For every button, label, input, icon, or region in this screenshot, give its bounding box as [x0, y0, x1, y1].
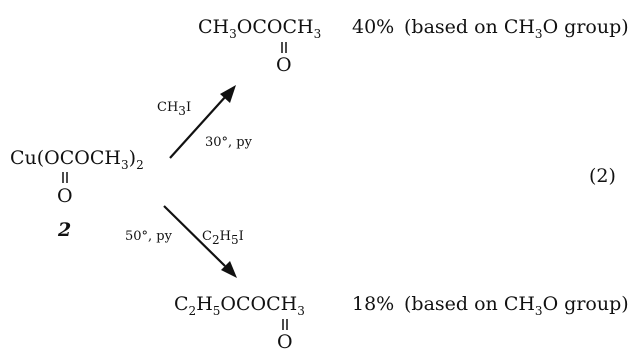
top-arrow-shaft [169, 95, 227, 159]
bottom-product-carbonyl-oxygen: O [277, 331, 293, 353]
top-reaction-arrow [169, 85, 236, 159]
reactant-formula: Cu(OCOCH3)2 [10, 147, 144, 172]
bottom-arrow-shaft [163, 205, 226, 267]
reactant: Cu(OCOCH3)2 O 2 [10, 147, 144, 241]
top-product-yield: 40% [352, 16, 394, 38]
bottom-arrow-reagent: C2H5I [202, 229, 244, 247]
top-product-formula: CH3OCOCH3 [198, 16, 321, 41]
bottom-product-yield: 18% [352, 293, 394, 315]
top-arrow-reagent: CH3I [157, 100, 191, 118]
bottom-arrow-head [221, 261, 237, 278]
bottom-product: C2H5OCOCH3 18% (based on CH3O group) O [174, 293, 629, 353]
equation-number: (2) [589, 165, 616, 187]
bottom-reaction-arrow [163, 205, 237, 278]
compound-number: 2 [57, 219, 71, 241]
bottom-product-basis-note: (based on CH3O group) [404, 293, 629, 318]
top-product-carbonyl-oxygen: O [276, 54, 292, 76]
top-arrow-conditions: 30°, py [205, 135, 253, 150]
bottom-product-formula: C2H5OCOCH3 [174, 293, 305, 318]
bottom-arrow-conditions: 50°, py [125, 229, 173, 244]
top-product-basis-note: (based on CH3O group) [404, 16, 629, 41]
top-arrow-head [220, 85, 236, 103]
top-product: CH3OCOCH3 40% (based on CH3O group) O [198, 16, 629, 76]
reactant-carbonyl-oxygen: O [57, 185, 73, 207]
